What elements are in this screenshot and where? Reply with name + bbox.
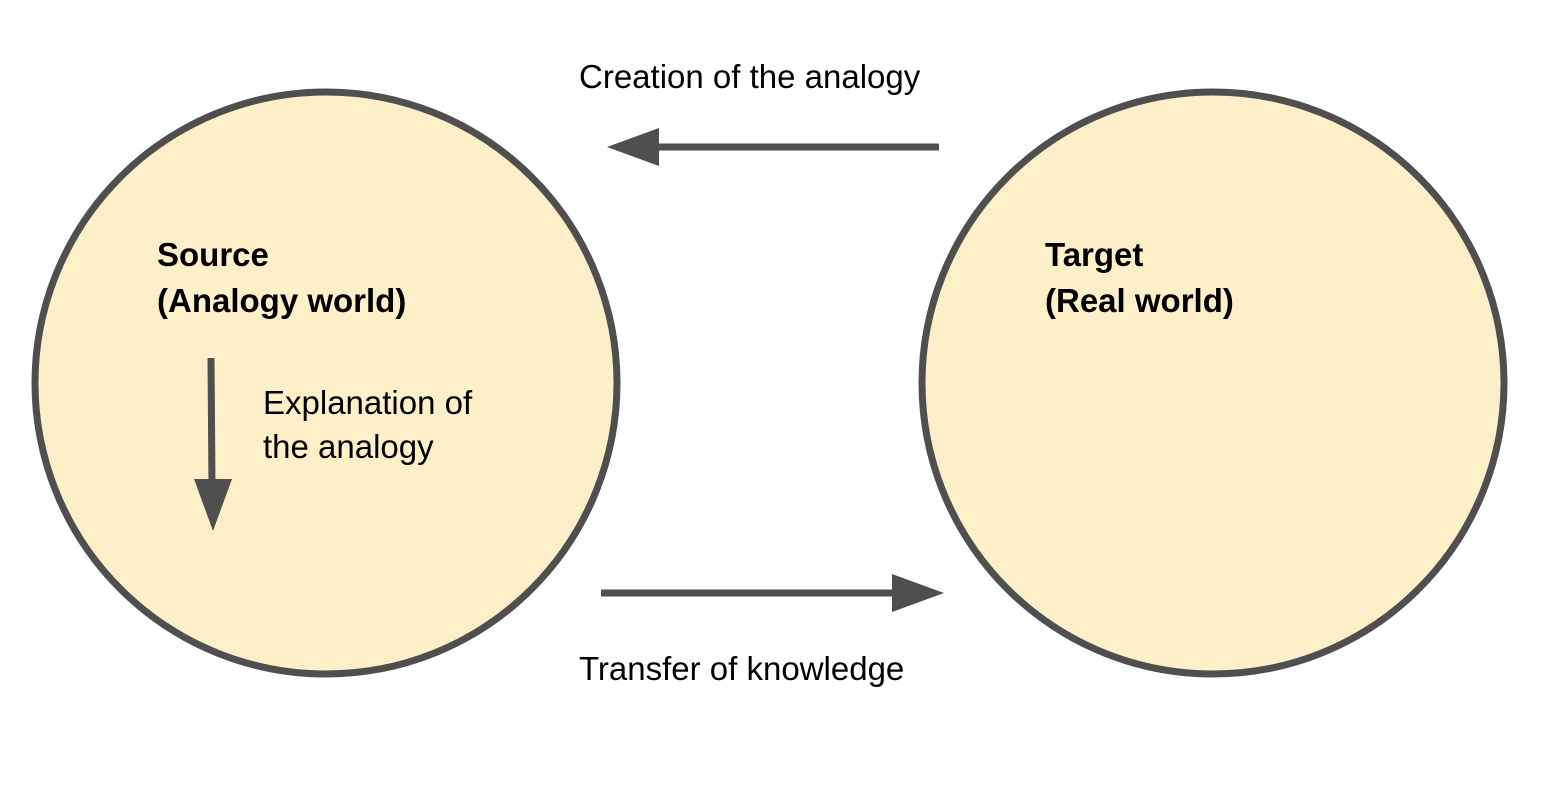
explanation-label-line1: Explanation of [263,384,473,421]
creation-label: Creation of the analogy [579,58,921,95]
source-circle [31,88,621,678]
explanation-arrow [194,357,232,531]
transfer-label: Transfer of knowledge [579,650,904,687]
target-circle [918,88,1508,678]
creation-arrow [607,128,939,166]
explanation-arrow-head [194,479,232,531]
explanation-arrow-line [207,357,216,489]
source-title: Source [157,236,269,273]
explanation-label-line2: the analogy [263,428,434,465]
target-subtitle: (Real world) [1045,282,1234,319]
transfer-arrow-head [892,574,944,612]
target-title: Target [1045,236,1143,273]
creation-arrow-head [607,128,659,166]
transfer-arrow [601,574,944,612]
source-subtitle: (Analogy world) [157,282,406,319]
